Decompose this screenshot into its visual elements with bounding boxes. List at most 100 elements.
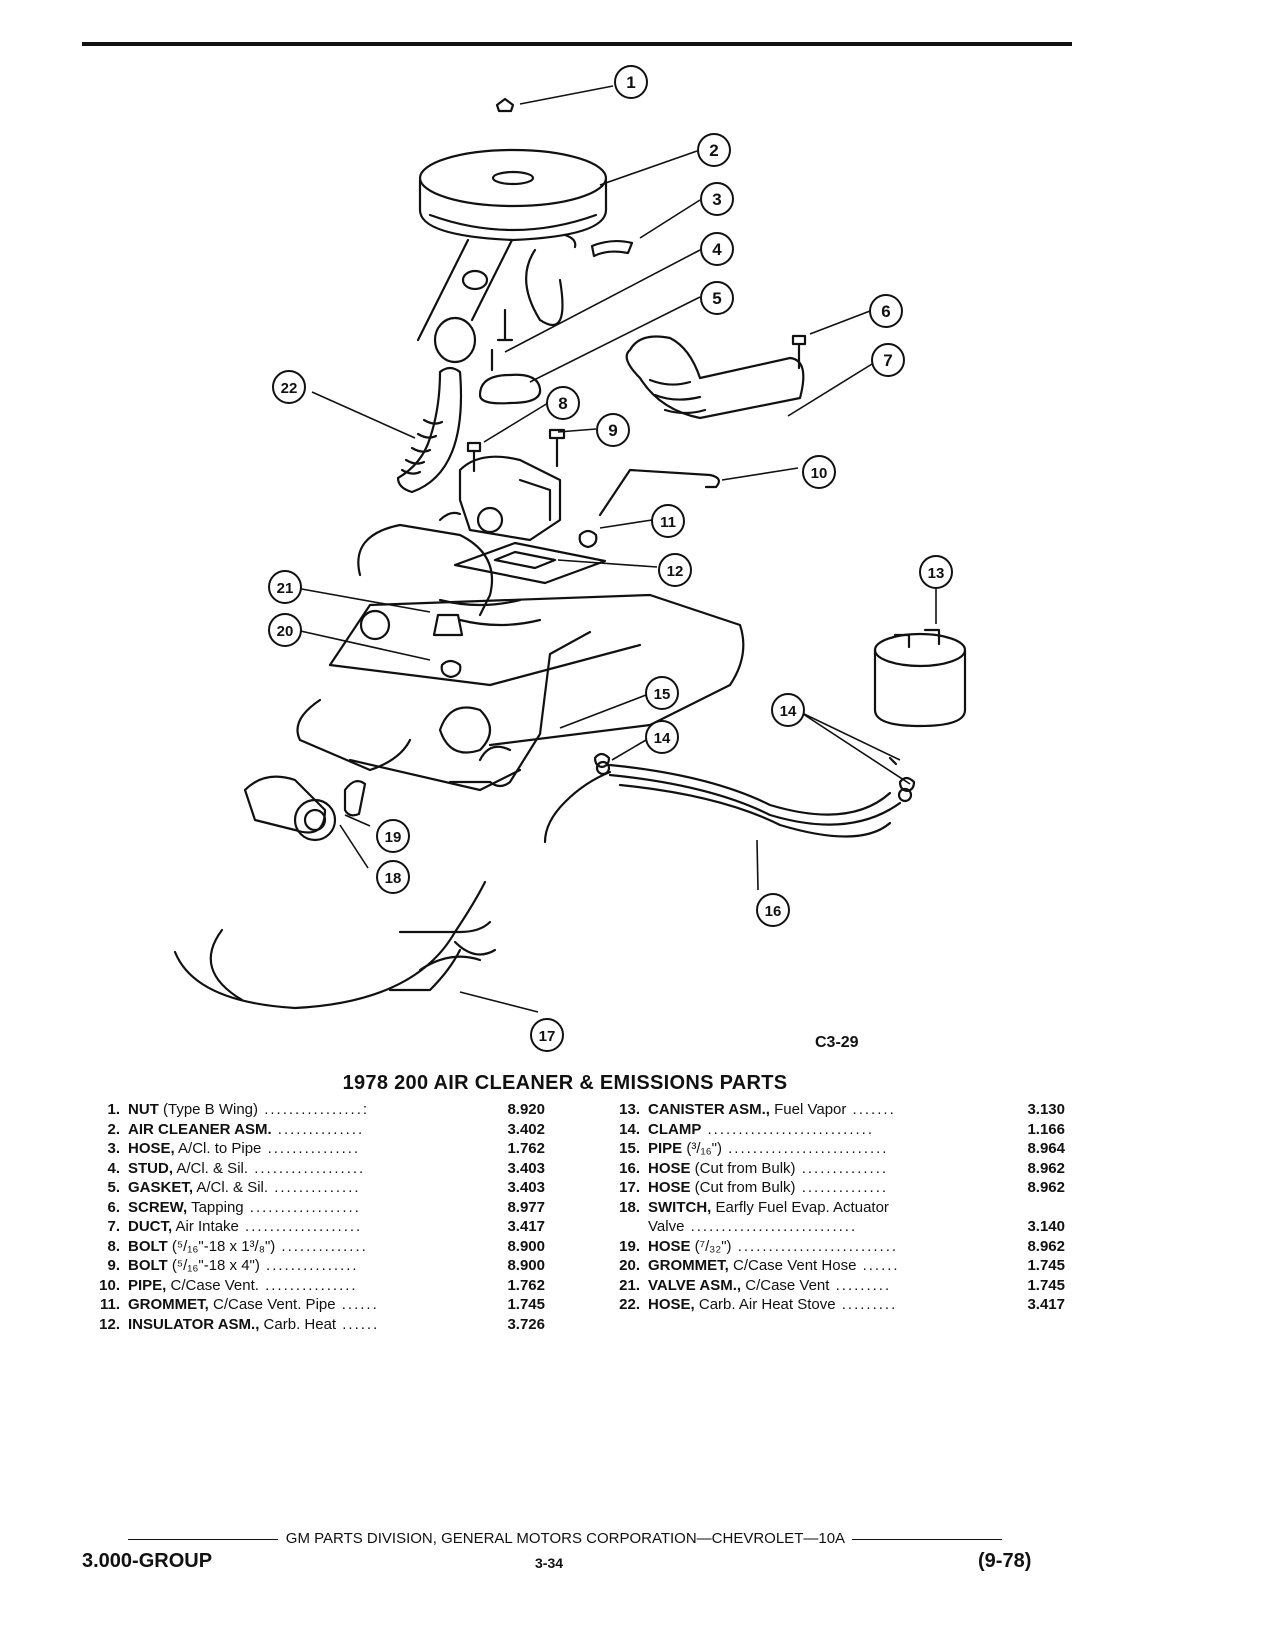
callout-circle: [771, 693, 805, 727]
callout-14: 14: [645, 720, 679, 754]
part-number: 10.: [99, 1276, 120, 1294]
footer-division-text: GM PARTS DIVISION, GENERAL MOTORS CORPOR…: [285, 1530, 845, 1547]
part-detail: Fuel Vapor: [769, 1101, 847, 1118]
grommet-20-drawing: [440, 659, 462, 679]
part-name: HOSE,: [128, 1140, 175, 1157]
footer-date-code: (9-78): [978, 1550, 1032, 1572]
part-description: AIR CLEANER ASM. ..............: [128, 1120, 473, 1140]
part-name: GASKET,: [128, 1179, 194, 1196]
group-number: 1.745: [507, 1296, 545, 1313]
callout-21: 21: [268, 570, 302, 604]
part-description: PIPE (³/₁₆") ..........................: [648, 1139, 993, 1159]
part-number: 3.: [107, 1140, 120, 1157]
leader-dots: ..........................: [731, 1237, 899, 1255]
callout-circle: [596, 413, 630, 447]
part-number: 18.: [619, 1198, 640, 1216]
parts-row: 4.STUD, A/Cl. & Sil. ..................3…: [80, 1159, 560, 1179]
leader-dots: ................:: [258, 1101, 370, 1118]
screw-6-drawing: [791, 334, 807, 370]
part-name: AIR CLEANER ASM.: [128, 1120, 272, 1138]
footer-rule-right: [852, 1538, 1003, 1540]
part-name: VALVE ASM.,: [648, 1276, 742, 1294]
callout-20: 20: [268, 613, 302, 647]
gasket-5-drawing: [478, 373, 542, 405]
callout-10: 10: [802, 455, 836, 489]
part-name: CANISTER ASM.,: [648, 1101, 770, 1118]
leader-lines: [295, 85, 937, 1013]
group-number: 8.962: [1027, 1159, 1065, 1177]
part-description: PIPE, C/Case Vent. ...............: [128, 1276, 473, 1296]
part-number: 12.: [99, 1315, 120, 1333]
callout-label: 1: [626, 73, 635, 92]
part-description: INSULATOR ASM., Carb. Heat ......: [128, 1315, 473, 1335]
leader-dots: ..........................: [721, 1140, 889, 1157]
callout-circle: [919, 555, 953, 589]
callout-label: 19: [385, 829, 402, 846]
part-description: GASKET, A/Cl. & Sil. ..............: [128, 1178, 473, 1198]
part-detail: (⁵/₁₆"-18 x 1³/₈"): [167, 1237, 276, 1255]
callout-label: 12: [667, 563, 684, 580]
callout-label: 9: [608, 421, 617, 440]
callout-circle: [546, 386, 580, 420]
part-number: 13.: [619, 1101, 640, 1118]
part-number: 6.: [107, 1198, 120, 1216]
group-number: 3.403: [507, 1179, 545, 1196]
callout-label: 3: [712, 190, 721, 209]
part-number: 20.: [619, 1257, 640, 1274]
part-number: 22.: [619, 1296, 640, 1313]
part-detail: (⁵/₁₆"-18 x 4"): [167, 1257, 260, 1274]
parts-row: 2. AIR CLEANER ASM. .............. 3.402: [80, 1120, 560, 1140]
group-number: 1.166: [1027, 1120, 1065, 1138]
top-rule: [82, 42, 1072, 46]
pipe-15-drawing: [448, 630, 592, 788]
part-description: BOLT (⁵/₁₆"-18 x 4") ...............: [128, 1256, 473, 1276]
callout-label: 22: [281, 380, 298, 397]
part-description: GROMMET, C/Case Vent. Pipe ......: [128, 1295, 473, 1315]
callout-circle: [614, 65, 648, 99]
group-number: 3.402: [507, 1120, 545, 1138]
part-number: 8.: [107, 1237, 120, 1255]
group-number: 1.745: [1027, 1257, 1065, 1274]
hose-19-drawing: [343, 780, 367, 817]
callout-circle: [700, 232, 734, 266]
part-description: SCREW, Tapping ..................: [128, 1198, 473, 1218]
callout-label: 13: [928, 565, 945, 582]
part-description: BOLT (⁵/₁₆"-18 x 1³/₈") ..............: [128, 1237, 473, 1257]
parts-row: 20.GROMMET, C/Case Vent Hose ......1.745: [600, 1256, 1080, 1276]
part-description: DUCT, Air Intake ...................: [128, 1217, 473, 1237]
footer-division: GM PARTS DIVISION, GENERAL MOTORS CORPOR…: [0, 1530, 1130, 1547]
group-number: 8.964: [1027, 1140, 1065, 1157]
canister-13-drawing: [873, 628, 967, 728]
parts-row: 8. BOLT (⁵/₁₆"-18 x 1³/₈") ..............…: [80, 1237, 560, 1257]
part-description: VALVE ASM., C/Case Vent .........: [648, 1276, 993, 1296]
callout-circle: [645, 720, 679, 754]
footer-group: 3.000-GROUP: [82, 1550, 213, 1572]
parts-row: 6.SCREW, Tapping ..................8.977: [80, 1198, 560, 1218]
carburetor-drawing: [438, 455, 562, 542]
callout-circle: [871, 343, 905, 377]
part-name: HOSE: [648, 1159, 691, 1177]
part-description: CLAMP ...........................: [648, 1120, 993, 1140]
group-number: 1.762: [507, 1276, 545, 1294]
callout-circle: [658, 553, 692, 587]
part-description: CANISTER ASM., Fuel Vapor .......: [648, 1100, 993, 1120]
callout-8: 8: [546, 386, 580, 420]
callout-label: 14: [780, 703, 797, 720]
grommet-11-drawing: [578, 529, 598, 549]
leader-dots: ..............: [271, 1120, 365, 1138]
part-name: HOSE: [648, 1179, 691, 1196]
insulator-12-drawing: [453, 541, 607, 585]
part-description: HOSE, Carb. Air Heat Stove .........: [648, 1295, 993, 1315]
part-detail: Earfly Fuel Evap. Actuator: [711, 1198, 889, 1216]
group-number: 3.417: [507, 1218, 545, 1235]
callout-2: 2: [697, 133, 731, 167]
part-number: 2.: [107, 1120, 120, 1138]
callout-label: 10: [811, 465, 828, 482]
leader-dots: ..................: [248, 1159, 366, 1177]
part-description: NUT (Type B Wing) ................:: [128, 1100, 473, 1120]
callout-circle: [645, 676, 679, 710]
callout-label: 18: [385, 870, 402, 887]
part-detail: A/Cl. & Sil.: [173, 1159, 249, 1177]
leader-dots: ......: [335, 1296, 379, 1313]
leader-dots: ..............: [268, 1179, 361, 1196]
